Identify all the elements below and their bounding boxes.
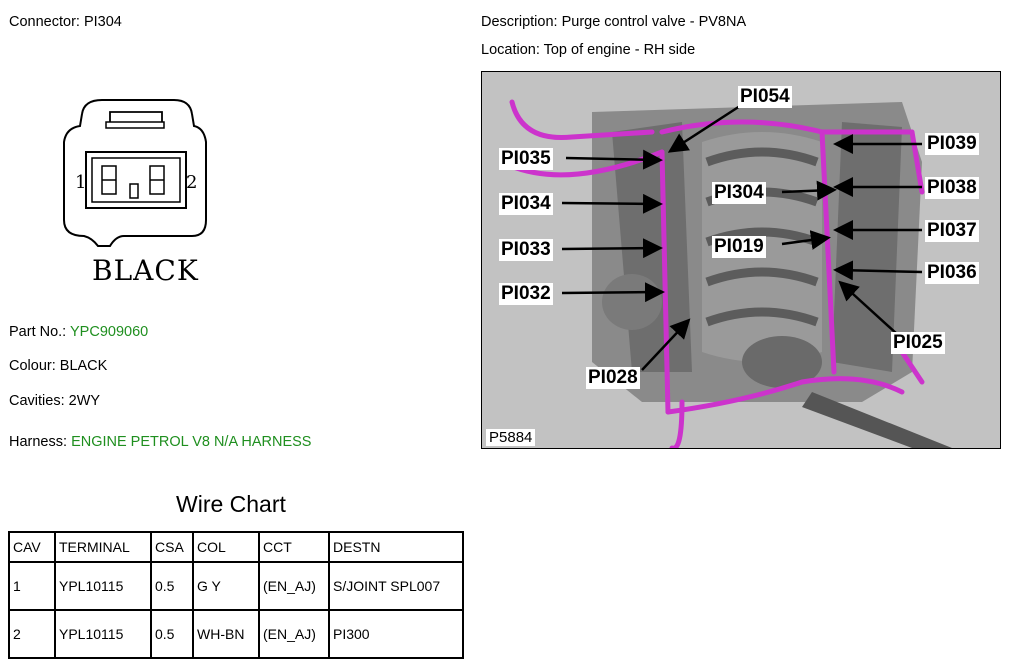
callout-pi036: PI036	[925, 262, 979, 284]
cell-cav: 1	[8, 561, 56, 611]
cell-cav: 2	[8, 609, 56, 659]
image-reference: P5884	[486, 429, 536, 446]
callout-pi025: PI025	[891, 332, 945, 354]
callout-pi035: PI035	[499, 148, 553, 170]
col-terminal: TERMINAL	[54, 531, 152, 563]
cell-cct: (EN_AJ)	[258, 561, 330, 611]
cell-terminal: YPL10115	[54, 561, 152, 611]
part-number: Part No.: YPC909060	[9, 324, 148, 340]
cell-terminal: YPL10115	[54, 609, 152, 659]
colour-text: Colour: BLACK	[9, 358, 108, 374]
callout-pi054: PI054	[738, 86, 792, 108]
part-number-label: Part No.:	[9, 324, 67, 340]
table-header-row: CAV TERMINAL CSA COL CCT DESTN	[8, 531, 464, 563]
cell-destn: S/JOINT SPL007	[328, 561, 464, 611]
callout-pi038: PI038	[925, 177, 979, 199]
callout-pi034: PI034	[499, 193, 553, 215]
description-text: Description: Purge control valve - PV8NA	[481, 14, 747, 30]
cell-destn: PI300	[328, 609, 464, 659]
harness-link[interactable]: ENGINE PETROL V8 N/A HARNESS	[71, 434, 312, 450]
col-csa: CSA	[150, 531, 194, 563]
cavities-text: Cavities: 2WY	[9, 393, 101, 409]
callout-pi037: PI037	[925, 220, 979, 242]
callout-pi019: PI019	[712, 236, 766, 258]
table-row: 2 YPL10115 0.5 WH-BN (EN_AJ) PI300	[8, 609, 464, 659]
connector-face-drawing: 1 2	[63, 99, 207, 247]
connector-title: Connector: PI304	[9, 14, 122, 30]
part-number-link[interactable]: YPC909060	[70, 324, 149, 340]
col-cct: CCT	[258, 531, 330, 563]
callout-pi032: PI032	[499, 283, 553, 305]
engine-location-image: PI054 PI035 PI039 PI034 PI304 PI038 PI03…	[481, 71, 1001, 449]
wire-chart-title: Wire Chart	[176, 491, 286, 517]
table-row: 1 YPL10115 0.5 G Y (EN_AJ) S/JOINT SPL00…	[8, 561, 464, 611]
harness-label: Harness:	[9, 434, 68, 450]
pin-2-label: 2	[186, 172, 197, 193]
col-cav: CAV	[8, 531, 56, 563]
cell-cct: (EN_AJ)	[258, 609, 330, 659]
cell-col: WH-BN	[192, 609, 260, 659]
connector-colour-label: BLACK	[92, 254, 199, 287]
col-col: COL	[192, 531, 260, 563]
callout-pi028: PI028	[586, 367, 640, 389]
wire-chart-table: CAV TERMINAL CSA COL CCT DESTN 1 YPL1011…	[8, 531, 464, 659]
callout-pi304: PI304	[712, 182, 766, 204]
col-destn: DESTN	[328, 531, 464, 563]
callout-pi039: PI039	[925, 133, 979, 155]
cell-csa: 0.5	[150, 609, 194, 659]
callout-pi033: PI033	[499, 239, 553, 261]
pin-1-label: 1	[75, 172, 86, 193]
cell-csa: 0.5	[150, 561, 194, 611]
cell-col: G Y	[192, 561, 260, 611]
location-text: Location: Top of engine - RH side	[481, 42, 696, 58]
harness: Harness: ENGINE PETROL V8 N/A HARNESS	[9, 434, 311, 450]
callout-arrows	[561, 104, 923, 371]
